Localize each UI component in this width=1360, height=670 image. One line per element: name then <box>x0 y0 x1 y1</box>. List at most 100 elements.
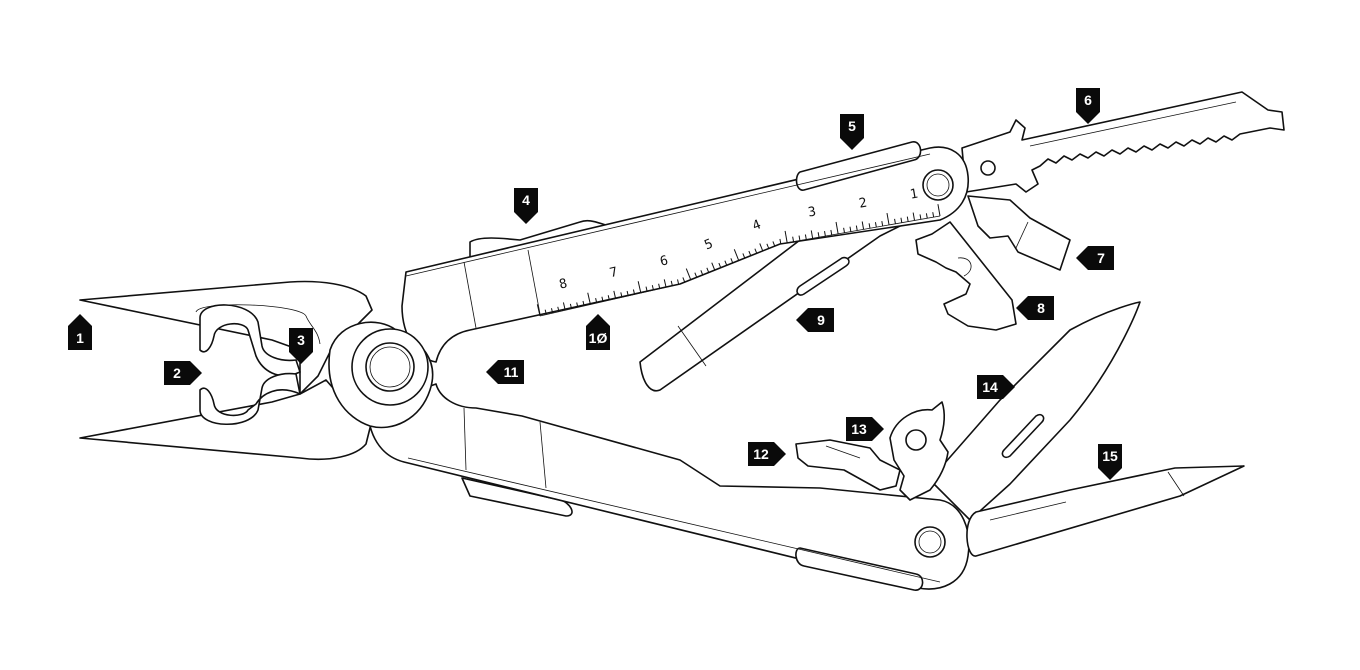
svg-text:13: 13 <box>851 421 867 437</box>
ruler-mark-7: 7 <box>608 265 619 281</box>
ruler-tick <box>562 302 566 311</box>
phillips-driver <box>889 401 949 501</box>
callouts: 1 2 3 4 5 6 7 8 <box>68 88 1122 480</box>
ruler-tick <box>613 290 617 299</box>
ruler-mark-3: 3 <box>807 204 817 220</box>
ruler-tick <box>551 308 554 314</box>
serrated-knife <box>929 301 1141 521</box>
ruler-tick <box>685 268 692 280</box>
ruler-tick <box>724 260 728 266</box>
ruler-tick <box>706 267 710 273</box>
ruler-tick <box>607 295 610 301</box>
main-pivot <box>328 321 434 429</box>
ruler-tick <box>810 230 814 239</box>
ruler-tick <box>849 226 852 232</box>
ruler-tick <box>718 262 722 268</box>
ruler-tick <box>754 248 758 254</box>
ruler-tick <box>868 223 871 229</box>
ruler-tick <box>937 204 941 217</box>
ruler-tick <box>632 289 636 295</box>
ruler-tick <box>874 222 877 228</box>
ruler-tick <box>766 243 770 249</box>
ruler-tick <box>886 213 890 226</box>
ruler-tick <box>742 253 746 259</box>
ruler-tick <box>601 296 604 302</box>
bottle-opener <box>915 221 1017 331</box>
svg-text:1Ø: 1Ø <box>589 330 608 346</box>
ruler-tick <box>900 217 903 223</box>
callout-12: 12 <box>748 442 786 466</box>
ruler-mark-1: 1 <box>909 187 919 203</box>
ruler-tick <box>919 214 922 220</box>
ruler-tick <box>587 292 591 305</box>
svg-text:5: 5 <box>848 118 856 134</box>
ruler-tick <box>912 212 916 221</box>
svg-text:11: 11 <box>504 364 519 380</box>
ruler-tick <box>894 218 896 224</box>
ruler-tick <box>670 280 673 286</box>
ruler-tick <box>700 270 704 276</box>
callout-5: 5 <box>840 114 864 150</box>
svg-text:9: 9 <box>817 312 825 328</box>
ruler-tick <box>694 272 698 278</box>
ruler-tick <box>779 238 782 244</box>
svg-text:2: 2 <box>173 365 181 381</box>
callout-1: 1 <box>68 314 92 350</box>
upper-handle <box>401 141 969 363</box>
ruler-mark-8: 8 <box>558 276 569 292</box>
ruler-tick <box>861 221 865 230</box>
svg-text:8: 8 <box>1037 300 1045 316</box>
ruler-tick <box>658 283 661 289</box>
svg-text:7: 7 <box>1097 250 1105 266</box>
lower-handle <box>367 383 970 591</box>
file-tool <box>639 209 901 392</box>
callout-2: 2 <box>164 361 202 385</box>
ruler-tick <box>645 286 648 292</box>
ruler-tick <box>663 279 667 288</box>
callout-3: 3 <box>289 328 313 364</box>
ruler-mark-6: 6 <box>659 253 670 269</box>
svg-text:12: 12 <box>753 446 769 462</box>
ruler-tick <box>677 279 680 285</box>
callout-11: 11 <box>486 360 524 384</box>
ruler-tick <box>824 231 826 237</box>
ruler-tick <box>817 232 820 238</box>
ruler-tick <box>772 241 776 247</box>
svg-text:3: 3 <box>297 332 305 348</box>
ruler-tick <box>798 235 801 241</box>
awl-tool <box>966 465 1245 557</box>
ruler-tick <box>682 277 686 283</box>
svg-text:4: 4 <box>522 192 530 208</box>
can-opener <box>967 195 1071 271</box>
ruler-tick <box>906 216 909 222</box>
ruler-tick <box>651 285 654 291</box>
callout-4: 4 <box>514 188 538 224</box>
callout-9: 9 <box>796 308 834 332</box>
ruler-tick <box>932 212 935 218</box>
ruler-tick <box>569 303 572 309</box>
ruler-tick <box>925 213 928 219</box>
svg-text:15: 15 <box>1102 448 1118 464</box>
svg-text:1: 1 <box>76 330 84 346</box>
ruler-tick <box>730 258 734 264</box>
ruler-tick <box>582 300 585 307</box>
callout-8: 8 <box>1016 296 1054 320</box>
ruler-tick <box>637 281 642 294</box>
ruler-tick <box>557 306 560 312</box>
ruler-tick <box>804 234 807 240</box>
ruler-tick <box>784 230 788 243</box>
ruler-tick <box>835 221 839 234</box>
ruler-tick <box>881 221 884 227</box>
callout-13: 13 <box>846 417 884 441</box>
ruler-tick <box>544 309 547 315</box>
callout-10: 1Ø <box>586 314 610 350</box>
ruler-tick <box>711 262 716 271</box>
ruler-tick <box>626 290 629 296</box>
svg-text:6: 6 <box>1084 92 1092 108</box>
svg-text:14: 14 <box>982 379 998 395</box>
ruler-tick <box>576 302 579 308</box>
callout-6: 6 <box>1076 88 1100 124</box>
ruler-tick <box>855 225 858 231</box>
saw-blade <box>961 91 1285 193</box>
